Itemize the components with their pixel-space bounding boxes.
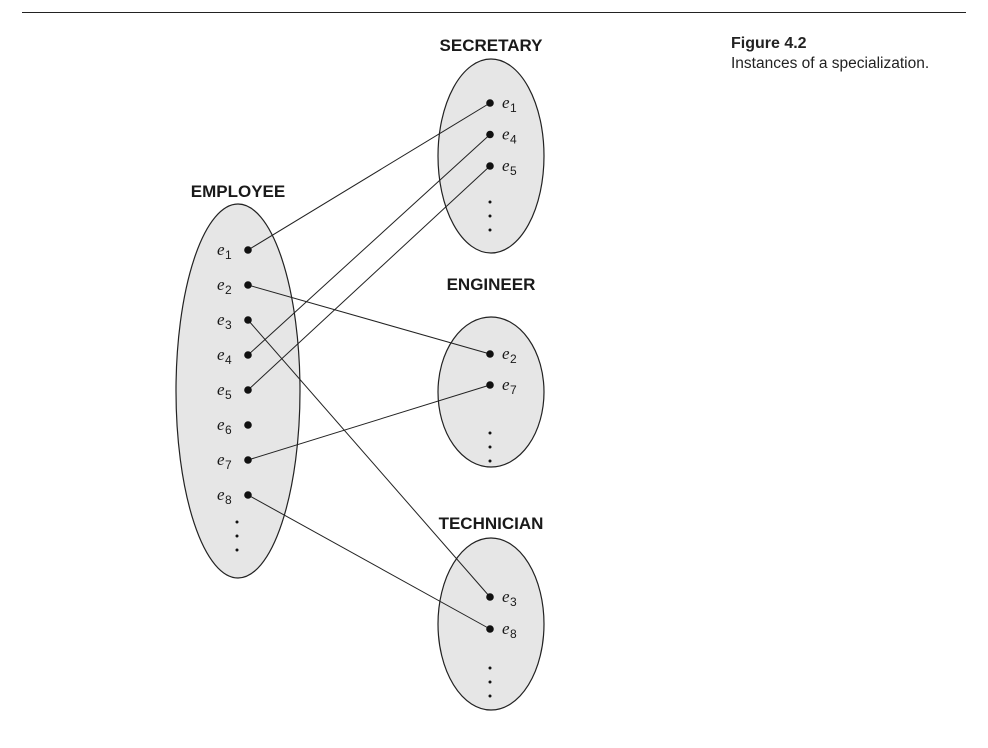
technician-set-ellipse — [437, 537, 545, 711]
top-rule — [22, 12, 966, 13]
engineer-node-e7 — [486, 381, 494, 389]
employee-label-e8: e8 — [217, 485, 232, 507]
employee-ellipsis-dot — [235, 548, 239, 552]
technician-label-sub-e8: 8 — [510, 627, 517, 641]
technician-label-letter-e3: e — [502, 587, 510, 606]
set-titles: EMPLOYEE SECRETARY ENGINEER TECHNICIAN — [191, 36, 544, 533]
technician-ellipsis-dot — [488, 666, 492, 670]
engineer-label-sub-e7: 7 — [510, 383, 517, 397]
secretary-title: SECRETARY — [440, 36, 544, 55]
employee-label-sub-e1: 1 — [225, 248, 232, 262]
secretary-label-sub-e5: 5 — [510, 164, 517, 178]
engineer-ellipsis-dot — [488, 445, 492, 449]
secretary-label-letter-e1: e — [502, 93, 510, 112]
engineer-ellipsis-dot — [488, 431, 492, 435]
employee-label-e2: e2 — [217, 275, 232, 297]
employee-label-e6: e6 — [217, 415, 232, 437]
link-e8-technician — [247, 494, 491, 630]
employee-label-sub-e4: 4 — [225, 353, 232, 367]
secretary-label-e1: e1 — [502, 93, 517, 115]
secretary-set-ellipse — [437, 58, 545, 254]
secretary-ellipsis-dot — [488, 200, 492, 204]
employee-label-sub-e6: 6 — [225, 423, 232, 437]
link-e4-secretary — [247, 134, 491, 356]
figure-caption-text: Instances of a specialization. — [731, 55, 930, 72]
employee-title: EMPLOYEE — [191, 182, 285, 201]
employee-label-letter-e8: e — [217, 485, 225, 504]
link-e3-technician — [247, 319, 491, 598]
employee-ellipsis-dot — [235, 534, 239, 538]
technician-label-e3: e3 — [502, 587, 517, 609]
technician-label-letter-e8: e — [502, 619, 510, 638]
employee-label-sub-e2: 2 — [225, 283, 232, 297]
employee-node-e7 — [244, 456, 252, 464]
employee-node-e2 — [244, 281, 252, 289]
technician-title: TECHNICIAN — [439, 514, 544, 533]
secretary-node-e5 — [486, 162, 494, 170]
technician-ellipsis-dot — [488, 680, 492, 684]
employee-label-letter-e4: e — [217, 345, 225, 364]
figure-caption: Figure 4.2 Instances of a specialization… — [731, 34, 986, 74]
employee-label-e5: e5 — [217, 380, 232, 402]
secretary-label-letter-e5: e — [502, 156, 510, 175]
figure-label: Figure 4.2 — [731, 35, 807, 52]
engineer-ellipsis-dot — [488, 459, 492, 463]
secretary-ellipsis-dot — [488, 214, 492, 218]
employee-label-letter-e6: e — [217, 415, 225, 434]
technician-label-e8: e8 — [502, 619, 517, 641]
employee-label-sub-e7: 7 — [225, 458, 232, 472]
engineer-label-sub-e2: 2 — [510, 352, 517, 366]
employee-label-sub-e5: 5 — [225, 388, 232, 402]
employee-node-e3 — [244, 316, 252, 324]
employee-node-e4 — [244, 351, 252, 359]
engineer-title: ENGINEER — [447, 275, 536, 294]
employee-label-sub-e3: 3 — [225, 318, 232, 332]
employee-label-sub-e8: 8 — [225, 493, 232, 507]
engineer-label-e2: e2 — [502, 344, 517, 366]
secretary-label-e5: e5 — [502, 156, 517, 178]
link-e5-secretary — [247, 165, 491, 391]
employee-label-e7: e7 — [217, 450, 232, 472]
employee-node-e1 — [244, 246, 252, 254]
employee-node-e5 — [244, 386, 252, 394]
secretary-node-e1 — [486, 99, 494, 107]
secretary-label-sub-e1: 1 — [510, 101, 517, 115]
employee-set-ellipse — [175, 203, 301, 579]
technician-label-sub-e3: 3 — [510, 595, 517, 609]
employee-label-e1: e1 — [217, 240, 232, 262]
secretary-label-letter-e4: e — [502, 125, 510, 144]
employee-node-e8 — [244, 491, 252, 499]
set-ellipses — [175, 58, 545, 711]
employee-label-letter-e1: e — [217, 240, 225, 259]
employee-label-letter-e2: e — [217, 275, 225, 294]
engineer-set-ellipse — [437, 316, 545, 468]
link-e7-engineer — [247, 384, 491, 461]
employee-label-letter-e7: e — [217, 450, 225, 469]
instance-links — [247, 102, 491, 630]
technician-node-e3 — [486, 593, 494, 601]
link-e1-secretary — [247, 102, 491, 251]
employee-label-e3: e3 — [217, 310, 232, 332]
technician-node-e8 — [486, 625, 494, 633]
employee-label-e4: e4 — [217, 345, 232, 367]
link-e2-engineer — [247, 284, 491, 355]
technician-ellipsis-dot — [488, 694, 492, 698]
employee-label-letter-e3: e — [217, 310, 225, 329]
employee-label-letter-e5: e — [217, 380, 225, 399]
secretary-label-sub-e4: 4 — [510, 133, 517, 147]
secretary-ellipsis-dot — [488, 228, 492, 232]
employee-ellipsis-dot — [235, 520, 239, 524]
engineer-label-e7: e7 — [502, 375, 517, 397]
engineer-label-letter-e2: e — [502, 344, 510, 363]
employee-node-e6 — [244, 421, 252, 429]
engineer-node-e2 — [486, 350, 494, 358]
secretary-node-e4 — [486, 130, 494, 139]
secretary-label-e4: e4 — [502, 125, 517, 147]
engineer-label-letter-e7: e — [502, 375, 510, 394]
